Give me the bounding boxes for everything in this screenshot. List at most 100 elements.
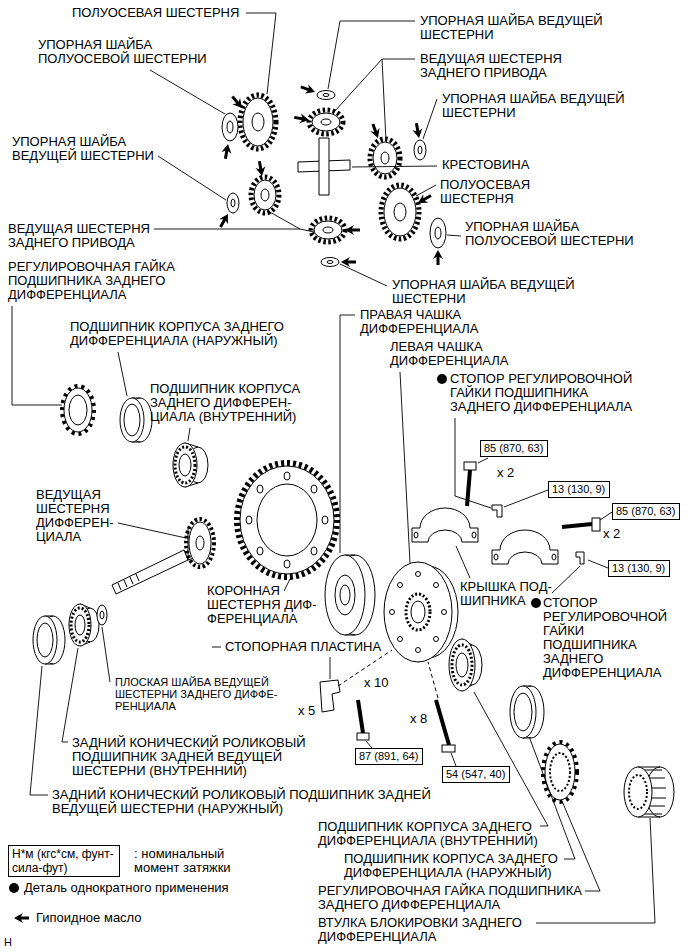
bearing-race [510, 686, 536, 738]
part-label: УПОРНАЯ ШАЙБА ПОЛУОСЕВОЙ ШЕСТЕРНИ [38, 38, 223, 66]
thrust-washer [317, 91, 335, 100]
thrust-washer [227, 193, 239, 213]
side-gear [394, 203, 406, 221]
lock-plate [320, 680, 340, 712]
leader-line [118, 352, 127, 396]
pinion-gear [251, 177, 279, 213]
taper-bearing [173, 443, 197, 487]
leader-line [552, 566, 580, 593]
bolt [357, 733, 369, 740]
bolt [592, 518, 600, 531]
legend-oil-arrow [14, 913, 29, 923]
thrust-washer [222, 113, 238, 141]
torque-box: 54 (547, 40) [442, 766, 510, 783]
leader-line [328, 21, 415, 89]
thrust-washer [323, 94, 329, 97]
case-half [390, 610, 395, 615]
bearing-race [510, 686, 544, 738]
bearing-cap [414, 532, 418, 538]
taper-bearing [449, 639, 482, 691]
pinion-gear [321, 119, 331, 125]
oil-arrow [433, 250, 443, 265]
bearing-race [124, 404, 140, 436]
drive-pinion [118, 574, 139, 590]
case-half [384, 562, 458, 662]
taper-bearing [452, 645, 472, 685]
thrust-washer [430, 218, 446, 248]
part-label: СТОПОР РЕГУЛИРОВОЧНОЙ ГАЙКИ ПОДШИПНИКА З… [543, 596, 678, 680]
pinion-gear [312, 113, 340, 131]
case-half [416, 648, 421, 653]
adjusting-nut [64, 388, 92, 432]
leader-line [400, 372, 410, 563]
part-label: УПОРНАЯ ШАЙБА ПОЛУОСЕВОЙ ШЕСТЕРНИ [465, 220, 665, 248]
thrust-washer [414, 140, 426, 160]
bolt [442, 745, 455, 752]
pinion-gear [323, 227, 333, 233]
case-half [340, 585, 350, 605]
figure-code: H [4, 936, 12, 949]
case-half [398, 637, 403, 642]
thrust-washer [317, 91, 335, 100]
part-label: ПОДШИПНИК КОРПУСА ЗАДНЕГО ДИФФЕРЕНЦИАЛА … [344, 852, 594, 880]
oil-arrow [299, 82, 317, 97]
part-label: КРЕСТОВИНА [442, 158, 529, 172]
part-label: ЛЕВАЯ ЧАШКА ДИФФЕРЕНЦИАЛА [390, 340, 530, 368]
leader-line [600, 512, 612, 520]
oil-arrow [216, 82, 443, 267]
case-half [416, 572, 421, 577]
bearing-cap [412, 508, 478, 542]
leader-line [150, 70, 225, 114]
ring-gear [311, 547, 317, 555]
leader-line [188, 428, 190, 441]
leader-line [102, 627, 110, 682]
pinion-gear [311, 218, 345, 242]
pinion-gear [309, 110, 343, 134]
ring-gear [311, 485, 317, 493]
part-label: ВЕДУЩАЯ ШЕСТЕРНЯ ДИФФЕРЕН- ЦИАЛА [36, 488, 131, 544]
bearing-cap [472, 532, 476, 538]
part-label: РЕГУЛИРОВОЧНАЯ ГАЙКА ПОДШИПНИКА ЗАДНЕГО … [318, 884, 618, 912]
leader-line [562, 801, 600, 891]
quantity-mark: x 10 [364, 676, 389, 690]
ring-gear [284, 472, 290, 480]
leader-line [340, 315, 355, 553]
pinion-gear [373, 142, 397, 174]
oil-arrow [293, 112, 310, 124]
assembly-line [338, 650, 438, 698]
leader-line [212, 647, 221, 648]
leader-line [456, 546, 470, 578]
drive-pinion [112, 550, 188, 594]
part-label: УПОРНАЯ ШАЙБА ВЕДУЩЕЙ ШЕСТЕРНИ [392, 278, 592, 306]
ring-gear [322, 516, 328, 524]
lock-sleeve [624, 767, 674, 817]
ring-gear [237, 463, 337, 577]
side-gear [240, 95, 276, 149]
ring-gear [246, 516, 252, 524]
quantity-mark: x 8 [410, 712, 427, 726]
legend-text: Деталь однократного применения [24, 880, 229, 895]
plate-washer [97, 605, 107, 625]
oil-arrow [416, 191, 434, 207]
bearing-cap [494, 554, 498, 560]
drive-pinion [196, 536, 204, 550]
box-text: 54 (547, 40) [446, 768, 506, 781]
leader-line [154, 211, 314, 232]
plate-washer [100, 611, 104, 619]
side-gear [243, 98, 273, 146]
legend-text: : номинальный момент затяжки [134, 846, 231, 875]
side-gear [252, 113, 264, 131]
nut-lock [576, 552, 584, 564]
leader-line [447, 235, 461, 236]
thrust-washer [414, 140, 426, 160]
bearing-cap [492, 530, 558, 564]
ring-gear [257, 547, 263, 555]
single-use-dot [9, 374, 541, 893]
leader-line [330, 657, 331, 679]
thrust-washer [222, 113, 238, 141]
oil-arrow [254, 160, 266, 177]
pinion-gear [381, 152, 389, 164]
single-use-dot [531, 598, 541, 608]
ring-gear [240, 466, 334, 574]
box-text: 85 (870, 63) [616, 505, 676, 518]
